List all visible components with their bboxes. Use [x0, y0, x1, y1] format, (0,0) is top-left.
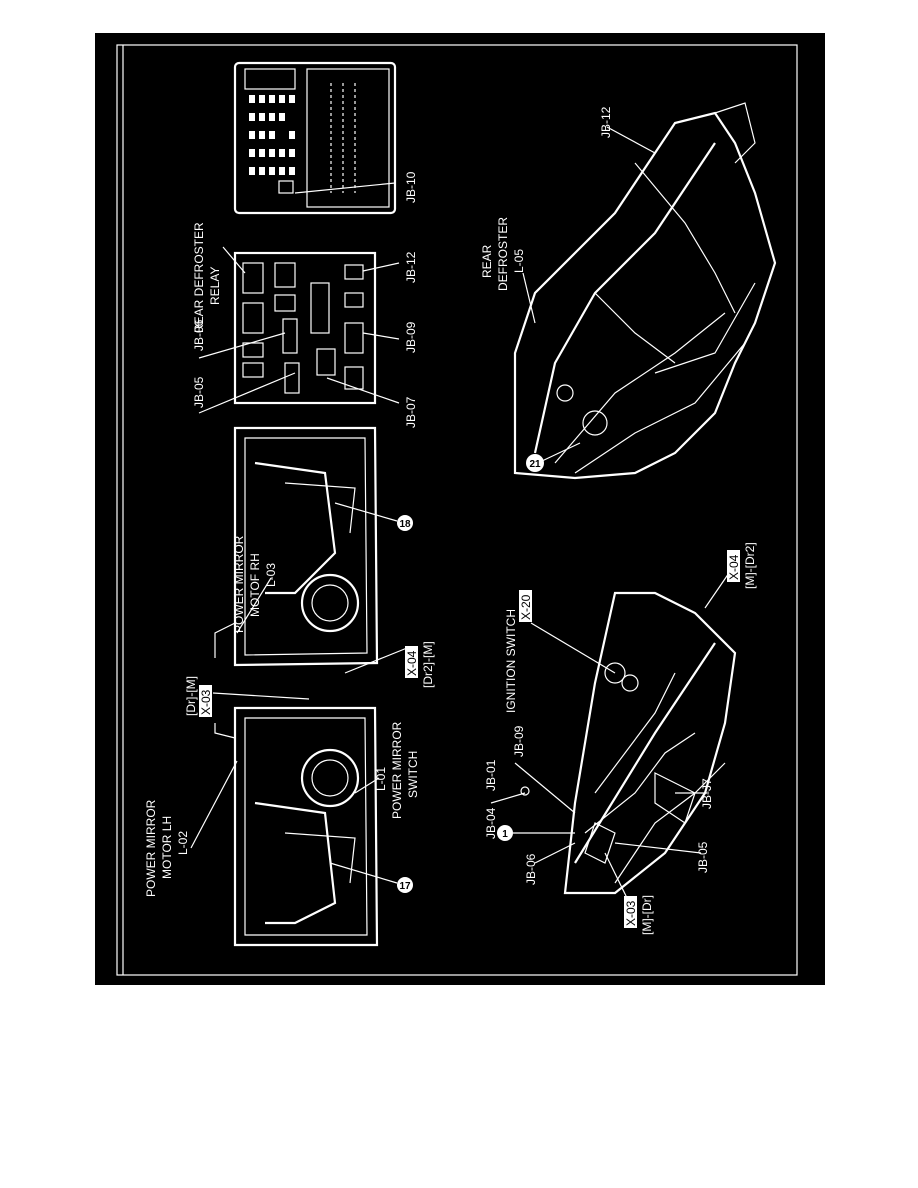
switch-line-1: L-01 [374, 767, 388, 791]
jb-10-fuse-box [233, 61, 397, 215]
rear-body-harness [513, 102, 777, 480]
jb-04-b-label: JB-04 [484, 807, 498, 839]
jb-12-b-label: JB-12 [599, 106, 613, 138]
x-03-top-connector-tag: X-03 [199, 685, 213, 717]
motor-lh-line-2: MOTOR LH [160, 816, 174, 879]
jb-09-b-label: JB-09 [512, 725, 526, 757]
rear-defroster-line-2: DEFROSTER [496, 217, 510, 291]
svg-text:X-20: X-20 [519, 594, 533, 620]
diagram-sheet: JB-10 REAR DEFROSTER RELAY JB-05 JB-06 J… [95, 33, 825, 985]
x-04-top-connector-tag: X-04 [405, 646, 419, 678]
x-20-connector-tag: X-20 [519, 590, 533, 622]
jb-10-label: JB-10 [404, 171, 418, 203]
svg-text:X-03: X-03 [624, 900, 638, 926]
callout-1 [497, 825, 513, 841]
switch-line-3: SWITCH [406, 751, 420, 798]
ignition-switch-label: IGNITION SWITCH [504, 609, 518, 713]
callout-17 [397, 877, 413, 893]
rear-defroster-line-1: REAR [480, 244, 494, 278]
jb-05-b-label: JB-05 [696, 841, 710, 873]
jb-01-b-label: JB-01 [484, 759, 498, 791]
x-04-bottom-code: [M]-[Dr2] [743, 542, 757, 589]
svg-text:X-03: X-03 [199, 689, 213, 715]
jb-12-label: JB-12 [404, 251, 418, 283]
door-panel-rh [214, 426, 379, 667]
x-03-bottom-code: [M]-[Dr] [640, 895, 654, 935]
callout-21 [526, 454, 544, 472]
jb-09-label: JB-09 [404, 321, 418, 353]
switch-line-2: POWER MIRROR [390, 721, 404, 819]
callout-18 [397, 515, 413, 531]
door-panel-lh [214, 706, 379, 947]
x-03-bottom-connector-tag: X-03 [624, 896, 638, 928]
jb-06-label: JB-06 [192, 319, 206, 351]
rear-defroster-line-3: L-05 [512, 249, 526, 273]
callout-21-label: 21 [529, 459, 541, 470]
motor-rh-line-3: L-03 [264, 563, 278, 587]
svg-text:X-04: X-04 [405, 650, 419, 676]
jb-06-b-label: JB-06 [524, 853, 538, 885]
motor-rh-line-1: POWER MIRROR [232, 535, 246, 633]
jb-05-label: JB-05 [192, 376, 206, 408]
rear-defroster-relay-line-1: REAR DEFROSTER [192, 222, 206, 333]
outer-frame [116, 44, 798, 976]
junction-block [233, 251, 377, 405]
rear-defroster-relay-line-2: RELAY [208, 267, 222, 305]
callout-1-label: 1 [502, 829, 508, 840]
wiring-location-diagram: JB-10 REAR DEFROSTER RELAY JB-05 JB-06 J… [116, 44, 798, 976]
motor-rh-line-2: MOTOF RH [248, 553, 262, 617]
callout-17-label: 17 [399, 881, 411, 892]
x-03-top-code: [Dr]-[M] [184, 676, 198, 716]
dashboard-harness [563, 591, 737, 895]
x-04-top-code: [Dr2]-[M] [421, 641, 435, 688]
svg-text:X-04: X-04 [727, 554, 741, 580]
motor-lh-line-3: L-02 [176, 831, 190, 855]
motor-lh-line-1: POWER MIRROR [144, 799, 158, 897]
callout-18-label: 18 [399, 519, 411, 530]
x-04-bottom-connector-tag: X-04 [727, 550, 741, 582]
jb-07-label: JB-07 [404, 396, 418, 428]
